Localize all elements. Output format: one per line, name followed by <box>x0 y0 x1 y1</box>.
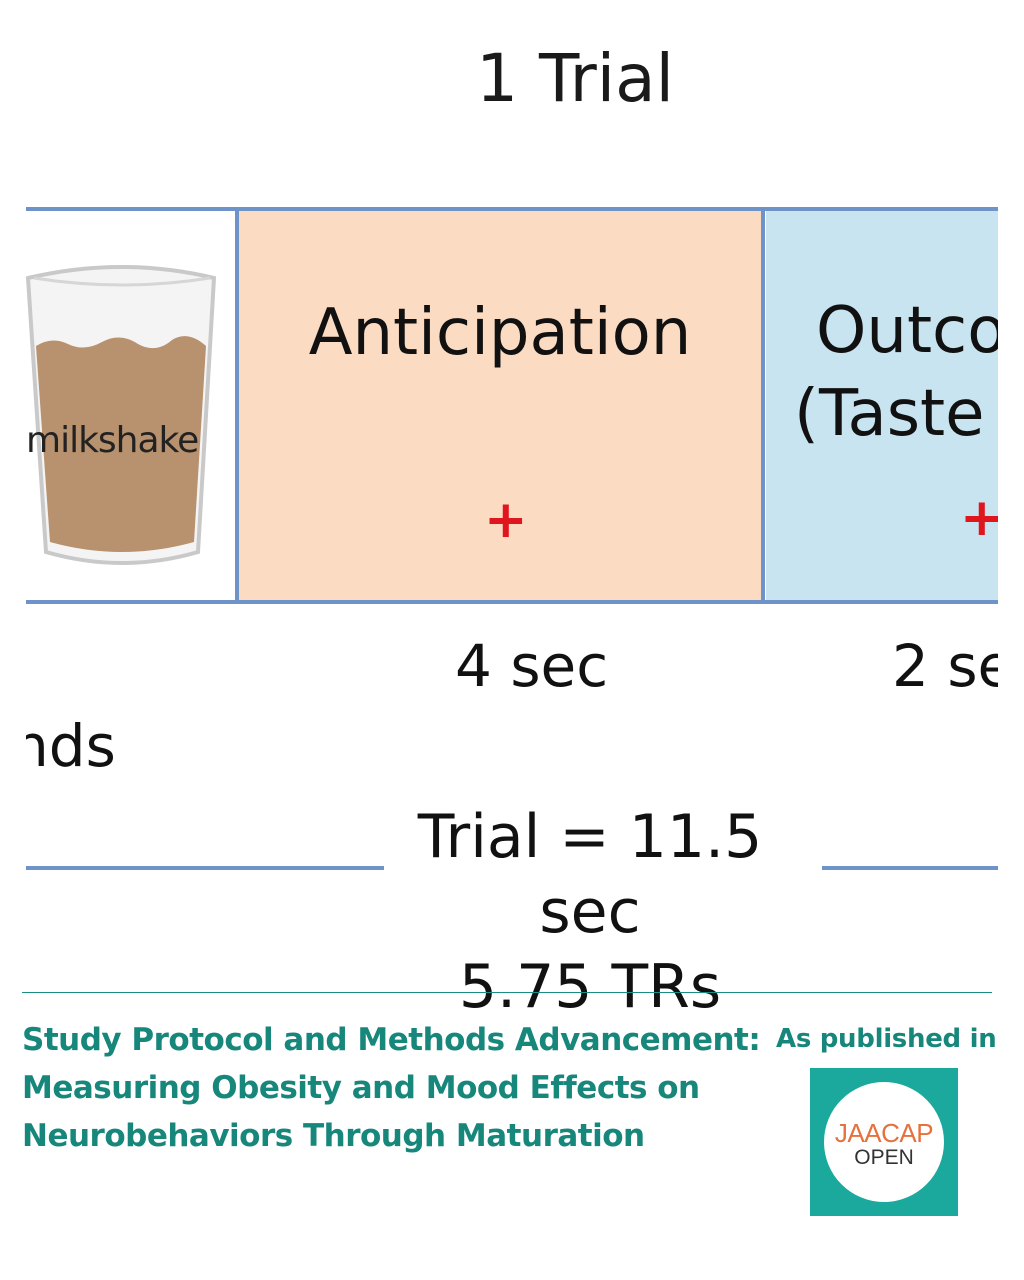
left-cut-text: nds <box>26 712 116 780</box>
outcome-clip: Outco (Taste + <box>766 210 998 602</box>
milkshake-glass-icon <box>25 265 217 565</box>
anticipation-duration: 4 sec <box>455 632 609 700</box>
logo-text-open: OPEN <box>854 1146 914 1169</box>
outcome-label-line1: Outco <box>816 294 998 368</box>
outcome-fixation-cross: + <box>960 488 998 548</box>
logo-text-jaacap: JAACAP <box>834 1118 934 1148</box>
published-in-label: As published in <box>776 1024 997 1054</box>
trial-span-line-left <box>26 866 384 870</box>
footer-divider <box>22 992 992 993</box>
divider-anticipation-outcome <box>761 207 765 604</box>
outcome-box <box>766 210 998 602</box>
trial-total: Trial = 11.5 sec 5.75 TRs <box>360 800 820 1025</box>
publication-title-line2: Measuring Obesity and Mood Effects on <box>22 1070 700 1107</box>
publication-title-line3: Neurobehaviors Through Maturation <box>22 1118 645 1155</box>
trial-span-line-right <box>822 866 998 870</box>
left-cut-clip: nds <box>26 706 146 786</box>
anticipation-box <box>238 210 762 602</box>
publication-title-line1: Study Protocol and Methods Advancement: <box>22 1022 761 1058</box>
outcome-label-line2: (Taste <box>794 377 985 452</box>
outcome-duration: 2 se <box>892 632 998 700</box>
strip-top-border <box>26 207 998 211</box>
outcome-duration-clip: 2 se <box>766 620 998 710</box>
diagram-title: 1 Trial <box>476 40 674 117</box>
anticipation-fixation-cross: + <box>484 490 528 550</box>
divider-milk-anticipation <box>235 207 239 604</box>
anticipation-label: Anticipation <box>308 296 692 370</box>
logo-circle: JAACAP OPEN <box>824 1082 944 1202</box>
trial-total-duration: Trial = 11.5 sec <box>417 802 763 947</box>
milkshake-label: milkshake <box>26 420 199 461</box>
jaacap-open-logo[interactable]: JAACAP OPEN <box>810 1068 958 1216</box>
strip-bottom-border <box>26 600 998 604</box>
trial-total-trs: 5.75 TRs <box>458 952 722 1022</box>
publication-title: Study Protocol and Methods Advancement: … <box>22 1016 782 1160</box>
